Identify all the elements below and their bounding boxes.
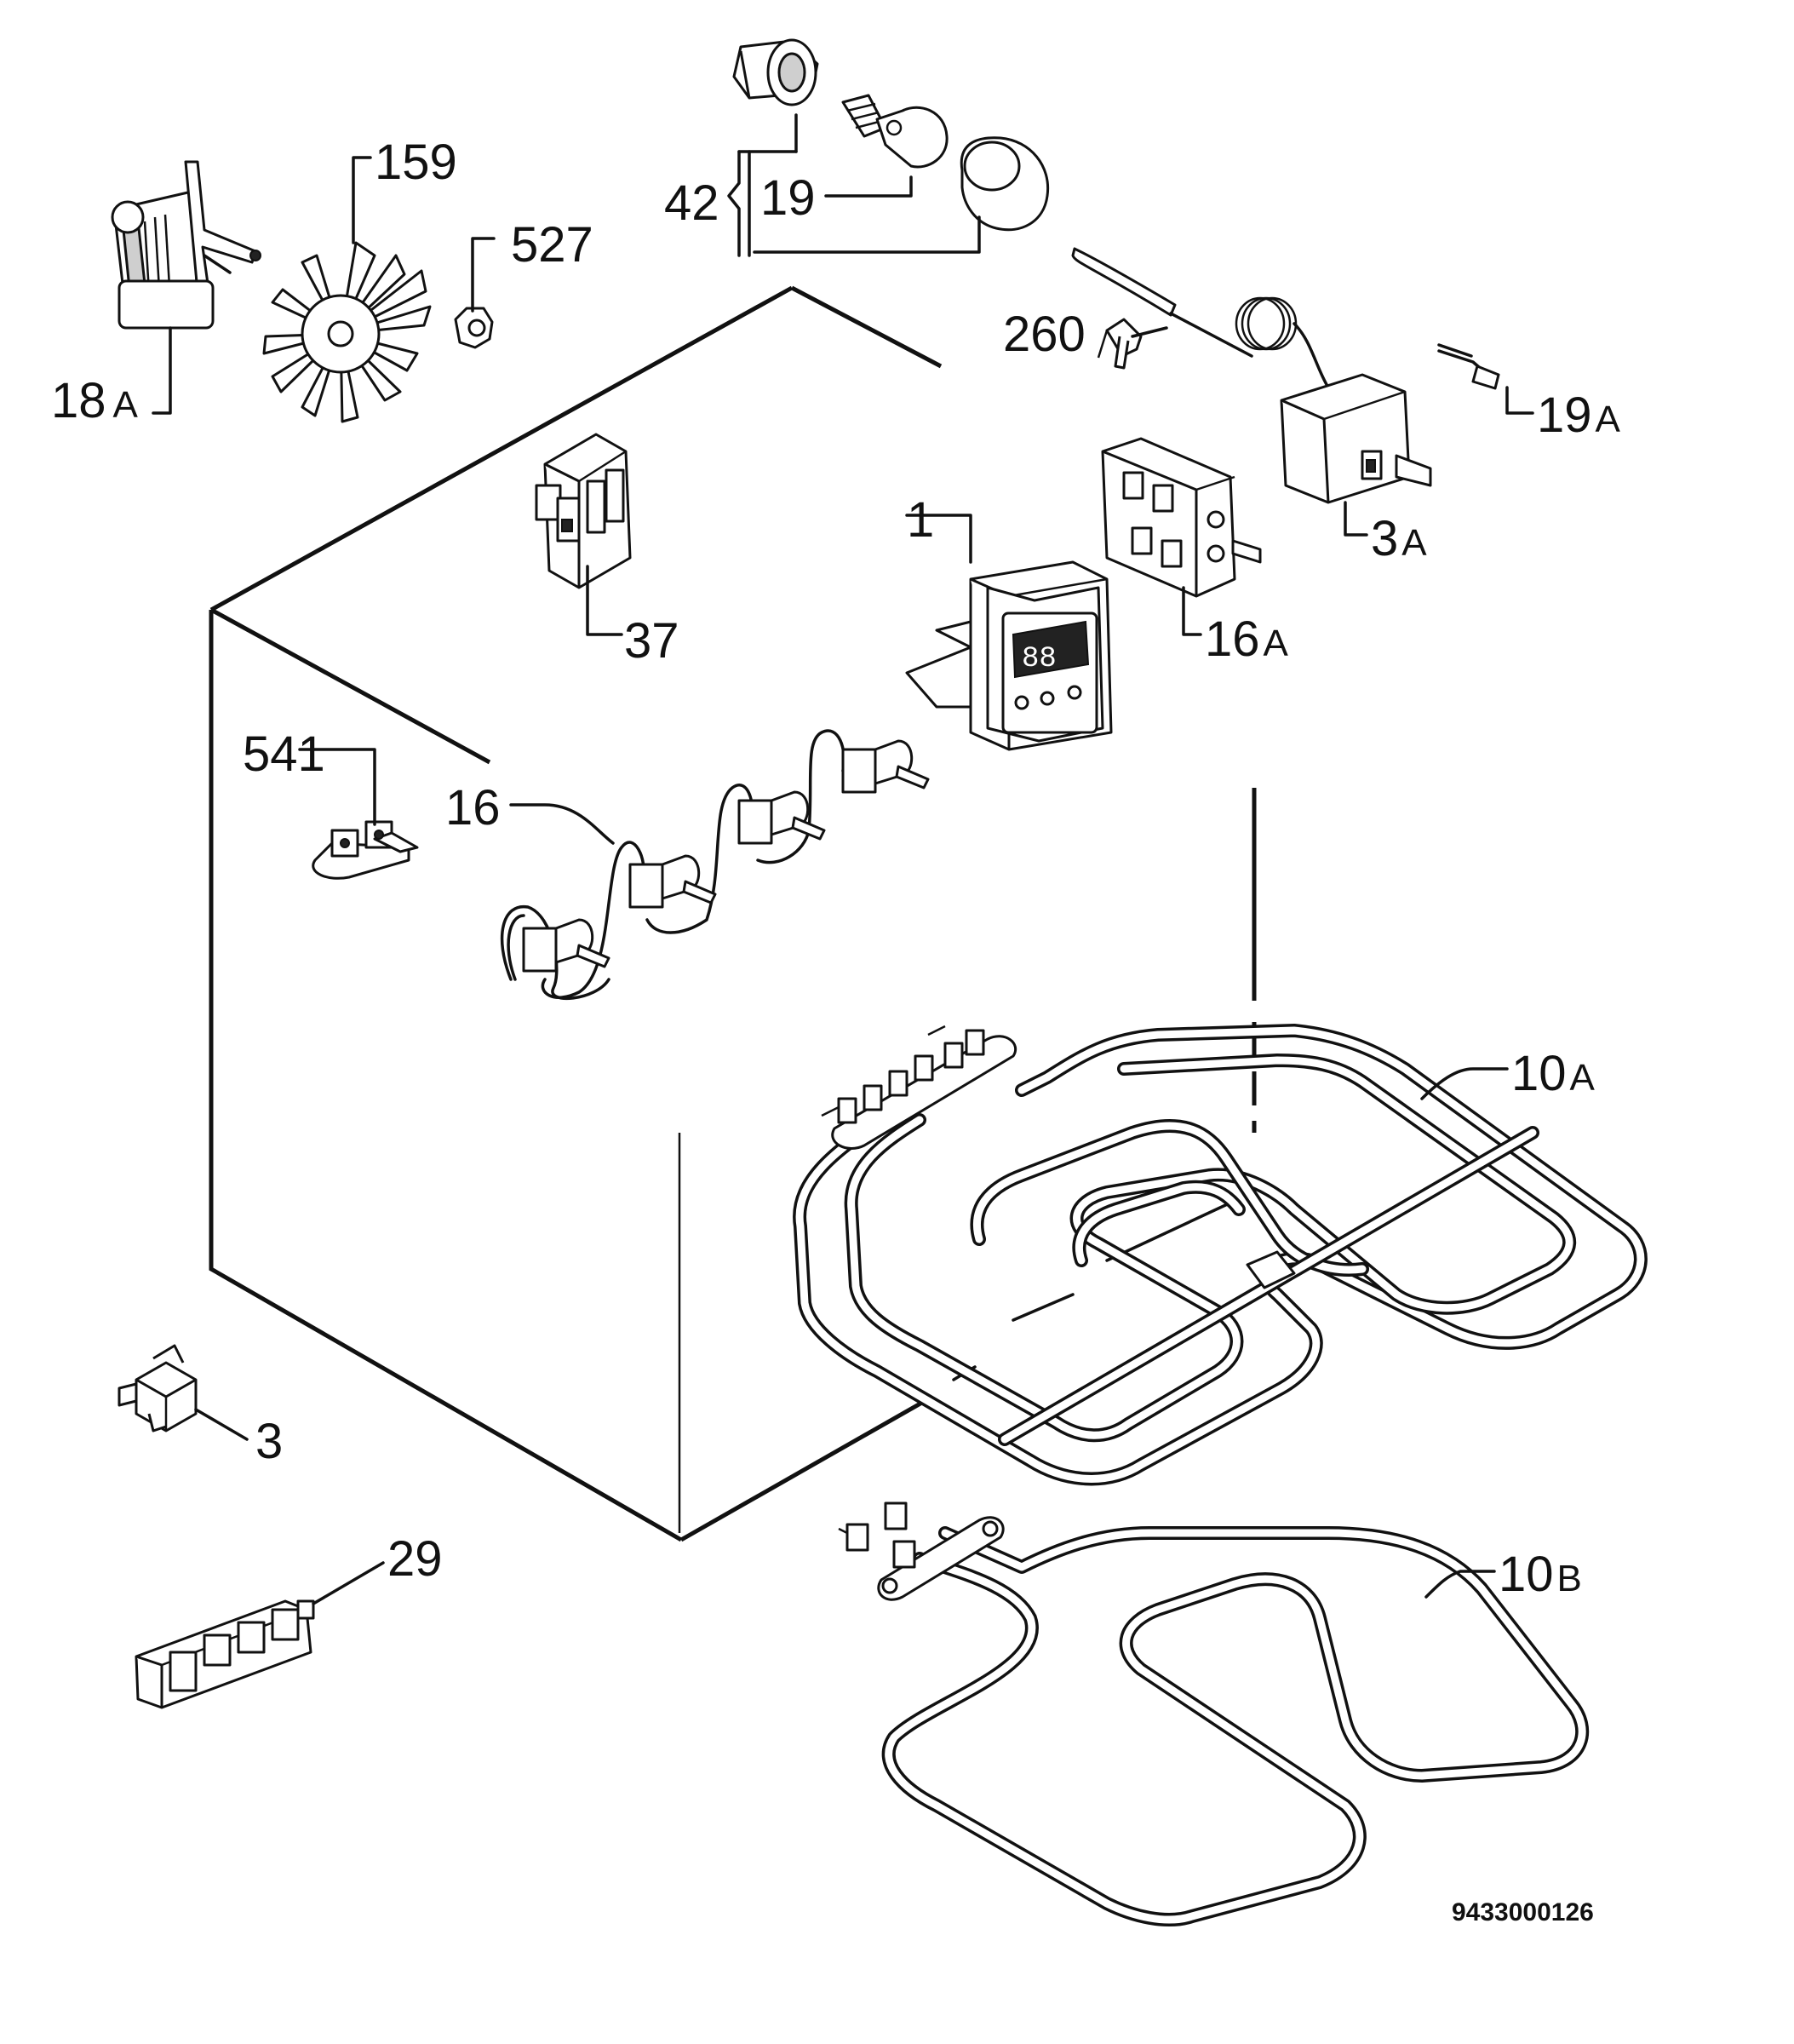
label-159: 159 bbox=[375, 135, 457, 190]
bottom-element-part bbox=[838, 1501, 1590, 1927]
timer-display-digits: 88 bbox=[1022, 643, 1057, 675]
label-37: 37 bbox=[624, 613, 679, 669]
ignition-module-part bbox=[135, 1599, 315, 1709]
electronic-timer-part: 88 bbox=[905, 560, 1113, 751]
label-42: 42 bbox=[664, 175, 719, 231]
label-29: 29 bbox=[387, 1531, 443, 1587]
label-19: 19 bbox=[760, 170, 816, 226]
label-16: 16 bbox=[445, 780, 501, 835]
label-541: 541 bbox=[243, 726, 325, 782]
thermal-cutout-part bbox=[117, 1344, 198, 1433]
document-number: 9433000126 bbox=[1452, 1898, 1594, 1926]
oven-lamp-assembly bbox=[727, 38, 1050, 257]
thermostat-part bbox=[1071, 247, 1432, 504]
label-1: 1 bbox=[907, 492, 934, 548]
fan-blade-part bbox=[262, 241, 432, 423]
fan-motor-part bbox=[111, 160, 261, 330]
terminal-clip-part bbox=[312, 820, 419, 880]
label-260: 260 bbox=[1003, 307, 1086, 362]
selector-switch-part bbox=[1101, 437, 1262, 598]
label-3a: 3A bbox=[1371, 511, 1427, 566]
label-10b: 10B bbox=[1499, 1547, 1582, 1602]
label-19a: 19A bbox=[1537, 388, 1621, 443]
label-3: 3 bbox=[255, 1414, 283, 1469]
label-10a: 10A bbox=[1511, 1046, 1596, 1101]
switch-harness-part bbox=[500, 729, 930, 1000]
fan-nut-part bbox=[454, 307, 494, 349]
terminal-block-part bbox=[535, 433, 632, 589]
sensor-wire-part bbox=[1437, 343, 1500, 390]
label-527: 527 bbox=[511, 217, 593, 273]
grill-element-part bbox=[793, 1024, 1648, 1486]
clip-part bbox=[1097, 318, 1143, 370]
leader-lines bbox=[152, 156, 1534, 1605]
label-16a: 16A bbox=[1205, 611, 1289, 667]
oven-cavity-outline bbox=[209, 285, 1257, 1542]
